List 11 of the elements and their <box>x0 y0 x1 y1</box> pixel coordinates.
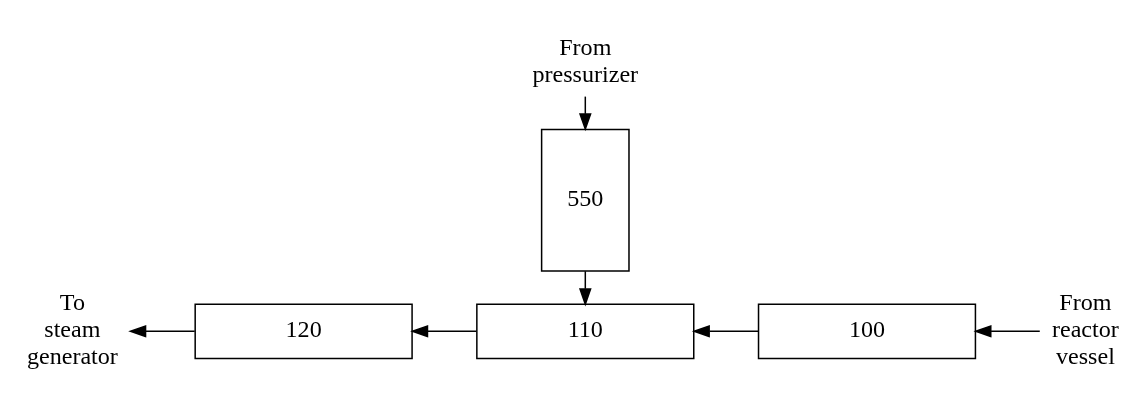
node-box: 100 <box>757 303 977 360</box>
node-text: From pressurizer <box>532 34 639 88</box>
node-text: To steam generator <box>26 288 118 370</box>
arrow <box>410 324 478 338</box>
node-box: 120 <box>194 303 413 360</box>
node-box: 110 <box>476 303 695 360</box>
arrow <box>691 324 759 338</box>
node-box: 550 <box>540 128 630 272</box>
arrow <box>973 324 1041 338</box>
arrow <box>128 324 196 338</box>
node-text: From reactor vessel <box>1051 288 1119 370</box>
